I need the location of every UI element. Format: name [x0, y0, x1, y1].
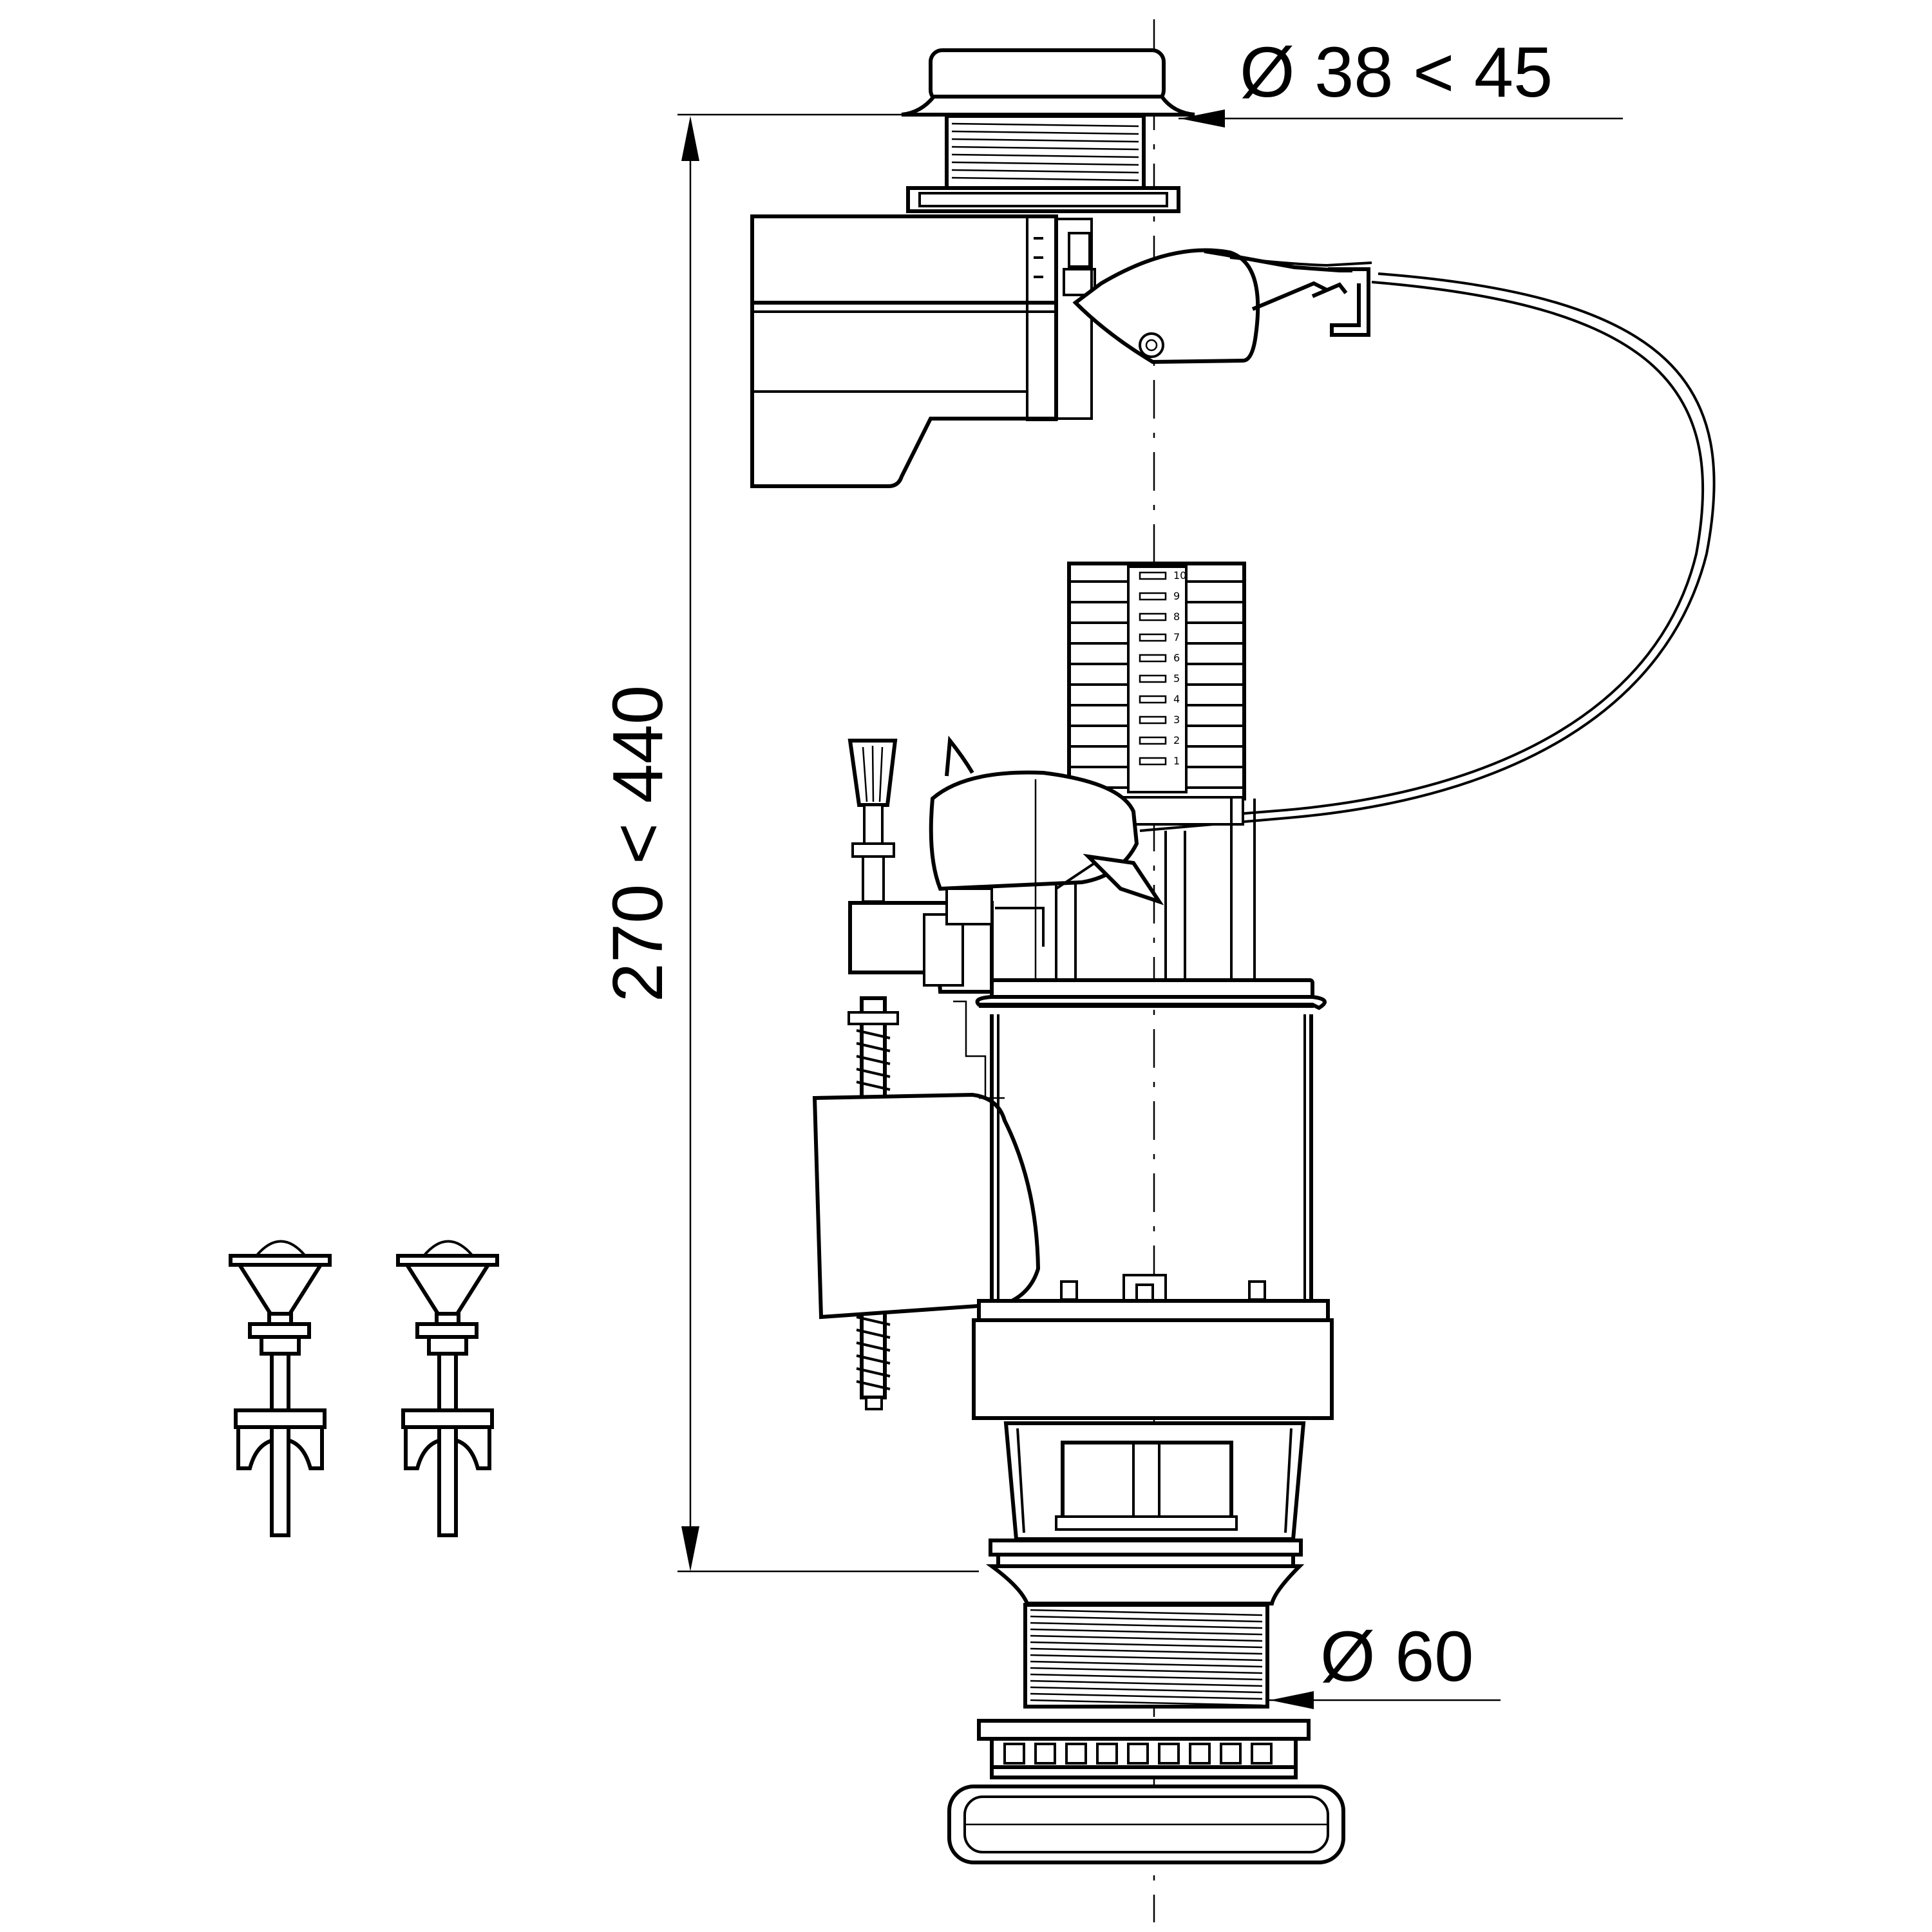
scale-mark-4: 4 [1173, 693, 1180, 705]
lever-mechanism [1072, 248, 1372, 365]
scale-mark-5: 5 [1173, 672, 1180, 685]
height-adjustment-cage: 10 9 8 7 6 5 4 3 2 1 [1067, 562, 1246, 826]
float [812, 1000, 1041, 1320]
push-button [901, 48, 1195, 213]
actuator-housing [750, 214, 1096, 488]
locking-nut [977, 1719, 1311, 1779]
button-diameter-label: Ø 38 < 45 [1240, 33, 1553, 112]
fixing-bolt-left [229, 1240, 332, 1537]
arrow-down-icon [681, 1526, 699, 1571]
lower-cage [1003, 1421, 1306, 1541]
scale-mark-2: 2 [1173, 734, 1180, 746]
height-range-label: 270 < 440 [598, 685, 677, 1002]
scale-mark-3: 3 [1173, 714, 1180, 726]
scale-mark-1: 1 [1173, 755, 1180, 767]
flush-cable [1139, 272, 1716, 832]
float-trigger [929, 735, 1164, 979]
scale-mark-9: 9 [1173, 590, 1180, 602]
adjustment-knob [848, 739, 898, 903]
scale-mark-10: 10 [1173, 569, 1186, 582]
arrow-left-icon [1270, 1691, 1314, 1709]
arrow-left-icon [1180, 109, 1225, 128]
outlet-diameter-dimension: Ø 60 [1269, 1617, 1501, 1709]
bottom-seal [947, 1785, 1345, 1864]
button-diameter-dimension: Ø 38 < 45 [1179, 33, 1623, 128]
fixing-bolt-right [396, 1240, 499, 1537]
scale-mark-7: 7 [1173, 631, 1180, 643]
main-body [972, 978, 1334, 1420]
threaded-outlet [1023, 1603, 1269, 1709]
outlet-diameter-label: Ø 60 [1320, 1617, 1473, 1696]
gasket-rings [985, 1539, 1305, 1605]
arrow-up-icon [681, 116, 699, 161]
scale-mark-6: 6 [1173, 652, 1180, 664]
scale-mark-8: 8 [1173, 611, 1180, 623]
side-bracket [848, 887, 1045, 994]
height-dimension: 270 < 440 [598, 113, 979, 1573]
